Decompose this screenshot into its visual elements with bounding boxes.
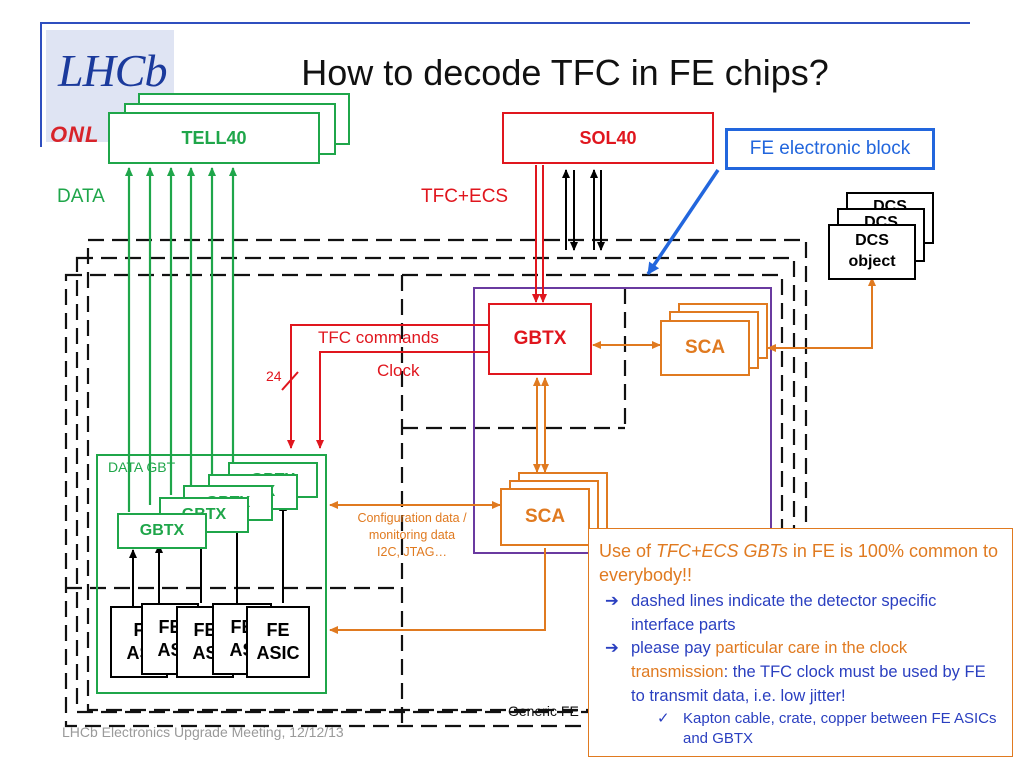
fe-asic-front-line2: ASIC (256, 643, 300, 663)
tfc-ecs-label: TFC+ECS (421, 186, 509, 207)
arrow-bullet-icon: ➔ (605, 639, 619, 658)
config-data-label: Configuration data / monitoring data I2C… (336, 510, 488, 561)
header-side-rule (40, 22, 42, 147)
note-box: Use of TFC+ECS GBTs in FE is 100% common… (588, 528, 1013, 757)
sol40-box: SOL40 (502, 112, 714, 164)
arrow-bullet-icon: ➔ (605, 591, 619, 610)
config-line-2: monitoring data (368, 527, 456, 542)
header-rule (40, 22, 970, 24)
note-bullet-2-highlight: particular care in the clock transmissio… (631, 639, 908, 682)
fe-asic-front: FE ASIC (246, 606, 310, 678)
fe-asic-1-line1: F (133, 619, 145, 640)
note-bullet-2-prefix: please pay (631, 639, 716, 658)
note-sub-bullet-text: Kapton cable, crate, copper between FE A… (683, 710, 997, 748)
note-sub-bullet: ✓ Kapton cable, crate, copper between FE… (599, 709, 1002, 750)
note-bullets: ➔ dashed lines indicate the detector spe… (599, 590, 1002, 750)
note-heading: Use of TFC+ECS GBTs in FE is 100% common… (599, 539, 1002, 588)
config-line-1: Configuration data / (357, 511, 467, 525)
note-head-italic: TFC+ECS GBTs (656, 541, 788, 561)
tell40-box: TELL40 (108, 112, 320, 164)
sca-right-box: SCA (660, 320, 750, 376)
fe-asic-3-line2: AS (192, 643, 218, 663)
note-bullet-2-suffix: : the TFC clock must be used by FE to tr… (631, 663, 986, 706)
dcs-object-line2: object (848, 253, 896, 270)
generic-fe-label: Generic FE (508, 703, 579, 719)
config-line-3: I2C, JTAG… (377, 544, 447, 559)
note-bullet-2: ➔ please pay particular care in the cloc… (599, 637, 1002, 709)
online-logo: ONL (50, 122, 100, 147)
note-bullet-1-text: dashed lines indicate the detector speci… (631, 591, 937, 634)
note-bullet-1: ➔ dashed lines indicate the detector spe… (599, 590, 1002, 638)
footer-text: LHCb Electronics Upgrade Meeting, 12/12/… (62, 724, 344, 740)
lhcb-logo: LHCb (58, 45, 167, 96)
note-head-suffix: in FE is 100% common to everybody!! (599, 541, 998, 586)
dcs-object-front: DCS object (828, 224, 916, 280)
clock-label: Clock (377, 361, 420, 380)
dcs-object-line1: DCS (855, 232, 889, 250)
bus-width-label: 24 (266, 368, 282, 384)
fe-asic-3-line1: FE (193, 619, 217, 640)
checkmark-bullet-icon: ✓ (657, 710, 670, 728)
tfc-commands-label: TFC commands (318, 328, 439, 347)
fe-asic-front-line1: FE (266, 619, 290, 640)
gbtx-main-box: GBTX (488, 303, 592, 375)
data-label: DATA (57, 186, 105, 207)
sca-center-box: SCA (500, 488, 590, 546)
page-title: How to decode TFC in FE chips? (301, 52, 829, 93)
fe-electronic-block-callout: FE electronic block (725, 128, 935, 170)
gbtx-front-box: GBTX (117, 513, 207, 549)
note-head-prefix: Use of (599, 541, 657, 561)
data-gbt-label: DATA GBT (108, 459, 176, 475)
fe-asic-2-line1: FE (158, 616, 182, 637)
